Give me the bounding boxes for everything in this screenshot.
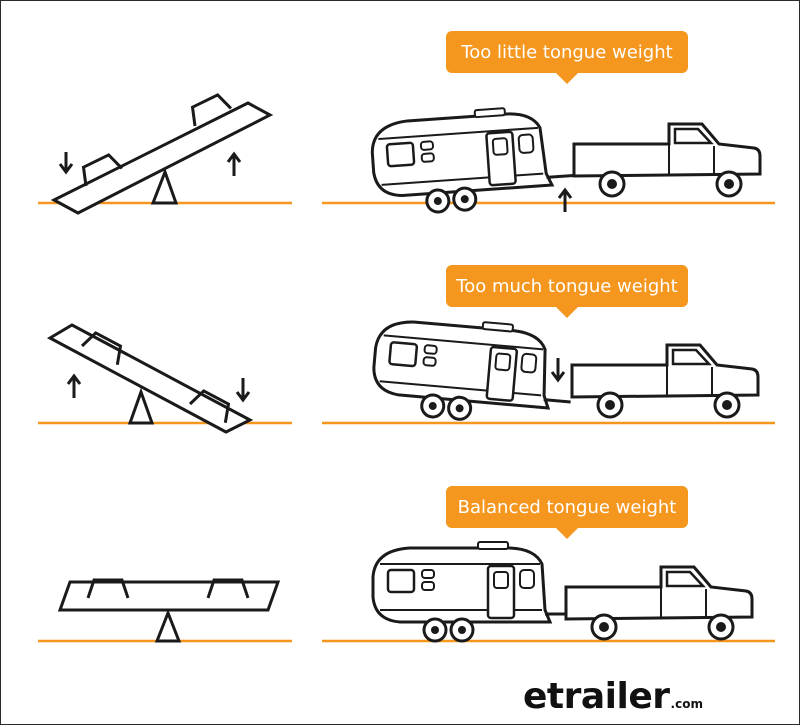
- travel-trailer-icon: [371, 540, 574, 643]
- arrow-up-icon: [557, 187, 573, 212]
- seesaw-icon: [57, 578, 281, 643]
- seesaw-icon: [46, 323, 254, 434]
- travel-trailer-icon: [368, 311, 579, 431]
- logo-word: etrailer: [523, 676, 670, 717]
- arrow-down-icon: [235, 378, 251, 403]
- arrow-up-icon: [66, 373, 82, 398]
- callout-balanced: Balanced tongue weight: [446, 486, 688, 539]
- etrailer-logo: etrailer .com: [523, 676, 703, 720]
- ground-lines: [38, 201, 775, 643]
- seesaw-icon: [50, 90, 274, 215]
- arrow-down-icon: [58, 152, 74, 175]
- pickup-truck-icon: [564, 565, 754, 641]
- arrow-down-icon: [550, 358, 566, 383]
- callout-too-much: Too much tongue weight: [446, 265, 688, 318]
- travel-trailer-icon: [368, 102, 577, 218]
- pickup-truck-icon: [572, 122, 762, 198]
- pickup-truck-icon: [570, 343, 760, 419]
- callout-too-little: Too little tongue weight: [446, 31, 688, 84]
- logo-suffix: .com: [670, 697, 703, 711]
- arrow-up-icon: [226, 151, 242, 176]
